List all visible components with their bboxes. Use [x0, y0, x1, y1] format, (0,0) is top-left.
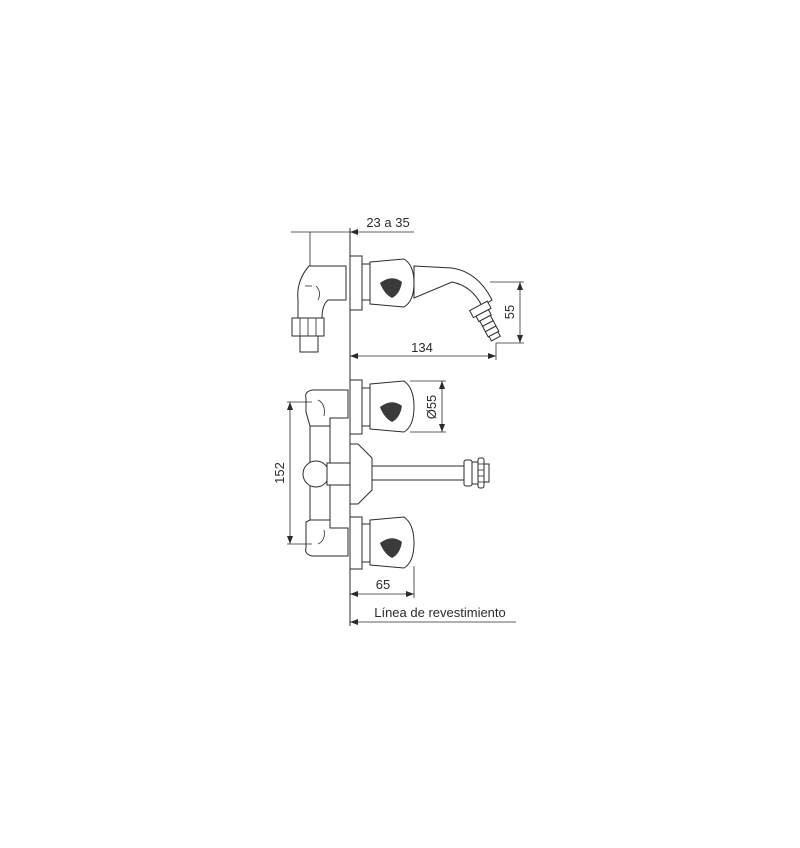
- upper-elbow: [305, 389, 349, 427]
- wall-flange: [349, 255, 363, 311]
- dim-spout-drop: 55: [490, 281, 524, 344]
- spout: [413, 265, 493, 307]
- dim-handle-diameter-label: Ø55: [424, 395, 439, 420]
- rear-elbow: [297, 265, 347, 323]
- dim-valve-spacing-label: 152: [272, 462, 287, 484]
- dim-spout-length-label: 134: [411, 340, 433, 355]
- aerator: [468, 300, 501, 342]
- dim-handle-diameter: Ø55: [410, 380, 446, 433]
- caption-leader: Línea de revestimiento: [350, 605, 516, 625]
- caption-label: Línea de revestimiento: [374, 605, 506, 620]
- dim-spout-drop-label: 55: [502, 305, 517, 319]
- dim-spout-length: 134: [350, 340, 497, 360]
- center-body: [302, 460, 330, 488]
- front-spout: [371, 465, 467, 481]
- front-assembly: [302, 379, 490, 570]
- spout-base: [349, 443, 373, 505]
- lower-elbow: [305, 519, 349, 557]
- dim-handle-projection: 65: [350, 566, 415, 598]
- dim-wall-offset-label: 23 a 35: [366, 215, 409, 230]
- top-valve-assembly: [291, 255, 501, 353]
- front-aerator: [477, 457, 490, 489]
- dim-handle-projection-label: 65: [376, 577, 390, 592]
- threaded-inlet: [299, 335, 319, 353]
- dim-wall-offset: 23 a 35: [291, 215, 414, 266]
- upper-flange: [349, 379, 363, 435]
- lower-flange: [349, 516, 363, 570]
- dim-valve-spacing: 152: [272, 401, 312, 545]
